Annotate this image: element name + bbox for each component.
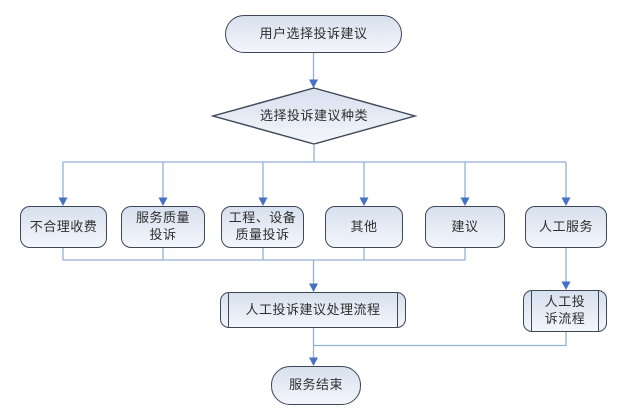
node-manual-complaint-suggestion-process: 人工投诉建议处理流程 [220,292,406,328]
node-end: 服务结束 [271,366,361,405]
node-suggestion: 建议 [425,206,505,248]
collect-branches-to-main-process [62,248,466,292]
merge-processes-to-end [309,328,567,366]
arrow-start-to-decision [309,53,318,88]
node-unreasonable-charges: 不合理收费 [20,206,107,248]
node-decision-label: 选择投诉建议种类 [259,107,368,123]
arrow-manual-service-to-manual-process [561,248,571,290]
fanout-decision-to-branches [58,144,571,206]
node-service-quality-complaint: 服务质量 投诉 [121,206,205,248]
node-start: 用户选择投诉建议 [225,15,402,53]
node-engineering-equipment-quality-complaint: 工程、设备 质量投诉 [221,206,304,248]
node-manual-service: 人工服务 [525,206,607,248]
node-other: 其他 [325,206,403,248]
node-manual-complaint-process: 人工投 诉流程 [523,290,607,332]
